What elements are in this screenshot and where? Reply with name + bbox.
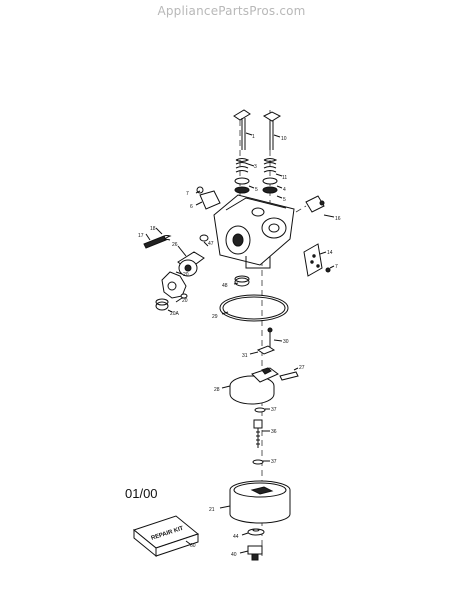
callout-44: 44	[233, 534, 239, 540]
callout-60: 60	[190, 543, 196, 549]
callout-6: 6	[190, 204, 193, 210]
part-31-hinge-pin	[256, 345, 276, 355]
carburetor-body	[213, 194, 295, 269]
callout-37-lower: 37	[271, 459, 277, 465]
part-17-18-idle-screw	[143, 235, 172, 249]
callout-7-top: 7	[186, 191, 189, 197]
callout-4: 4	[283, 187, 286, 193]
part-20-bowl-nut	[161, 271, 188, 299]
part-4-washer-right	[262, 177, 278, 194]
callout-27: 27	[299, 365, 305, 371]
part-26-primer	[177, 251, 205, 277]
repair-kit-box: REPAIR KIT	[132, 515, 200, 558]
callout-30: 30	[283, 339, 289, 345]
callout-1: 1	[252, 134, 255, 140]
callout-21: 21	[209, 507, 215, 513]
callout-36: 36	[271, 429, 277, 435]
part-48-seal	[234, 275, 250, 287]
callout-20-upper: 20	[183, 272, 189, 278]
watermark: AppliancePartsPros.com	[157, 4, 306, 18]
part-36-main-jet	[253, 419, 263, 448]
part-7-screw-bracket	[325, 267, 331, 273]
callout-11: 11	[282, 175, 287, 181]
part-40-bowl-nut	[247, 545, 263, 561]
part-3-spring	[235, 158, 250, 173]
part-44-washer	[247, 528, 265, 536]
part-37-o-ring-upper	[254, 407, 266, 413]
callout-40: 40	[231, 552, 237, 558]
part-6-throttle-plate	[199, 190, 221, 210]
callout-48: 48	[222, 283, 228, 289]
part-11-spring	[263, 158, 278, 173]
part-20A-cap	[155, 298, 169, 311]
callout-20A: 20A	[170, 311, 180, 317]
part-29-bowl-gasket	[219, 294, 289, 322]
part-37-o-ring-lower	[252, 459, 264, 465]
leader-lines	[145, 132, 335, 554]
part-10-choke-shaft	[262, 111, 282, 150]
part-16-fitting	[295, 195, 325, 213]
callout-37-upper: 37	[271, 407, 277, 413]
callout-47: 47	[208, 241, 214, 247]
callout-16: 16	[335, 216, 341, 222]
part-21-fuel-bowl	[229, 480, 291, 524]
callout-3: 3	[254, 164, 257, 170]
callout-31: 31	[242, 353, 248, 359]
callout-10: 10	[281, 136, 287, 142]
part-28-float	[229, 367, 279, 405]
callout-14: 14	[327, 250, 333, 256]
callout-7-bracket: 7	[335, 264, 338, 270]
callout-18: 18	[150, 226, 156, 232]
part-47-o-ring	[199, 234, 209, 242]
part-27-float-pin	[279, 371, 299, 381]
callout-26: 26	[172, 242, 178, 248]
callout-29: 29	[212, 314, 218, 320]
callout-17: 17	[138, 233, 144, 239]
callout-20-lower: 20	[182, 298, 188, 304]
part-14-bracket	[303, 243, 323, 277]
callout-5-left: 5	[255, 187, 258, 193]
part-1-throttle-shaft	[233, 109, 251, 150]
date-code: 01/00	[125, 486, 158, 501]
callout-28: 28	[214, 387, 220, 393]
part-5-washer-left	[234, 177, 250, 194]
callout-5-right: 5	[283, 197, 286, 203]
